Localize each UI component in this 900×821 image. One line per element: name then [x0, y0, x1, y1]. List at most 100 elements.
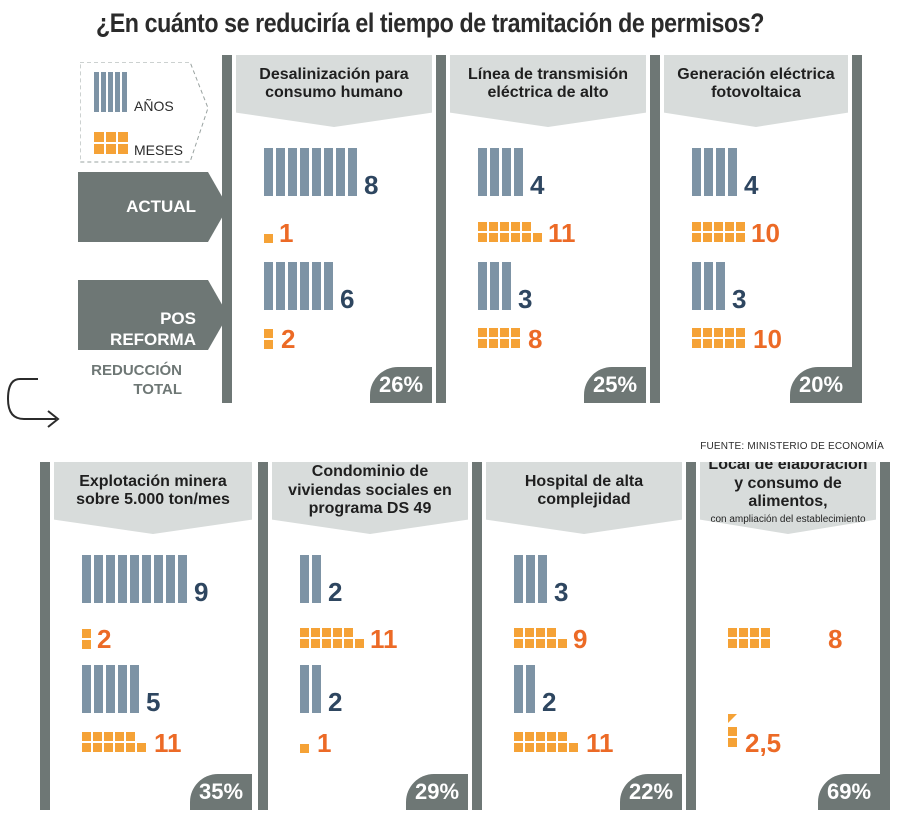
actual-months-square [728, 628, 737, 637]
post-years-label: 2 [542, 687, 556, 717]
post-years-label: 3 [732, 284, 746, 314]
post-years-bar [526, 665, 535, 713]
reduction-percentage: 69% [818, 774, 880, 810]
actual-years-bar [514, 148, 523, 196]
panel-divider [436, 55, 446, 403]
project-panel: Condominio de viviendas sociales en prog… [258, 462, 470, 810]
actual-months-square [536, 628, 545, 637]
post-months-square [536, 743, 545, 752]
actual-years-label: 4 [530, 170, 545, 200]
post-years-bar [276, 262, 285, 310]
panel-divider [686, 462, 696, 810]
post-months-square [126, 732, 135, 741]
legend-years-icon [94, 72, 127, 112]
post-months-square [547, 732, 556, 741]
post-years-bar [324, 262, 333, 310]
actual-years-bar [130, 555, 139, 603]
actual-months-square [761, 639, 770, 648]
actual-months-square [692, 233, 701, 242]
post-months-square [500, 339, 509, 348]
actual-months-square [736, 233, 745, 242]
project-header: Hospital de alta complejidad [486, 462, 682, 534]
post-months-square [536, 732, 545, 741]
actual-months-square [500, 222, 509, 231]
project-name: Desalinización para consumo humano [259, 65, 409, 101]
actual-months-square [525, 628, 534, 637]
post-months-square [489, 328, 498, 337]
post-years-bar [502, 262, 511, 310]
actual-years-label: 8 [364, 170, 378, 200]
actual-years-label: 3 [554, 577, 568, 607]
post-years-bar [704, 262, 713, 310]
row-label-post-reform: POS REFORMA [78, 280, 228, 350]
project-header: Explotación minera sobre 5.000 ton/mes [54, 462, 252, 534]
post-months-label: 11 [586, 728, 614, 758]
panel-divider [852, 55, 862, 403]
post-months-square [300, 744, 309, 753]
actual-months-square [522, 222, 531, 231]
actual-months-square [714, 222, 723, 231]
post-months-square [558, 732, 567, 741]
post-years-bar [300, 665, 309, 713]
post-years-label: 2 [328, 687, 342, 717]
post-months-square [547, 743, 556, 752]
post-months-square [703, 328, 712, 337]
actual-months-square [311, 628, 320, 637]
actual-years-bar [502, 148, 511, 196]
post-months-square [104, 732, 113, 741]
actual-months-square [511, 233, 520, 242]
post-years-bar [94, 665, 103, 713]
post-months-square [558, 743, 567, 752]
legend [80, 62, 209, 163]
post-years-bar [106, 665, 115, 713]
post-months-square [725, 328, 734, 337]
actual-years-label: 2 [328, 577, 342, 607]
actual-months-square [322, 628, 331, 637]
actual-months-square [525, 639, 534, 648]
post-years-label: 5 [146, 687, 160, 717]
actual-months-square [725, 222, 734, 231]
post-months-square [93, 732, 102, 741]
actual-years-bar [82, 555, 91, 603]
post-months-square [714, 339, 723, 348]
panel-divider [258, 462, 268, 810]
project-marks: 39 2 11 [514, 555, 614, 758]
actual-months-square [558, 639, 567, 648]
actual-months-square [750, 628, 759, 637]
reduction-percentage: 29% [406, 774, 468, 810]
actual-months-square [333, 628, 342, 637]
post-months-label: 10 [753, 324, 782, 354]
actual-months-square [761, 628, 770, 637]
actual-years-bar [118, 555, 127, 603]
post-months-square [489, 339, 498, 348]
project-name: Línea de transmisión eléctrica de alto [467, 65, 629, 101]
post-months-square [478, 339, 487, 348]
post-months-square [514, 743, 523, 752]
actual-years-bar [716, 148, 725, 196]
panel-divider [222, 55, 232, 403]
post-months-square [525, 732, 534, 741]
legend-months-label: MESES [134, 142, 184, 158]
reduction-label: REDUCCIÓN TOTAL [91, 362, 182, 398]
actual-years-bar [312, 148, 321, 196]
panel-divider [40, 462, 50, 810]
post-months-square [264, 340, 273, 349]
actual-months-square [703, 222, 712, 231]
actual-years-bar [154, 555, 163, 603]
post-years-bar [288, 262, 297, 310]
actual-months-square [489, 222, 498, 231]
actual-months-label: 10 [751, 218, 780, 248]
row-label-actual: ACTUAL [78, 172, 228, 242]
actual-months-label: 9 [573, 624, 587, 654]
post-months-square [511, 328, 520, 337]
post-years-label: 6 [340, 284, 354, 314]
post-months-square [478, 328, 487, 337]
post-months-square [714, 328, 723, 337]
actual-months-square [82, 640, 91, 649]
actual-years-bar [348, 148, 357, 196]
actual-months-square [511, 222, 520, 231]
